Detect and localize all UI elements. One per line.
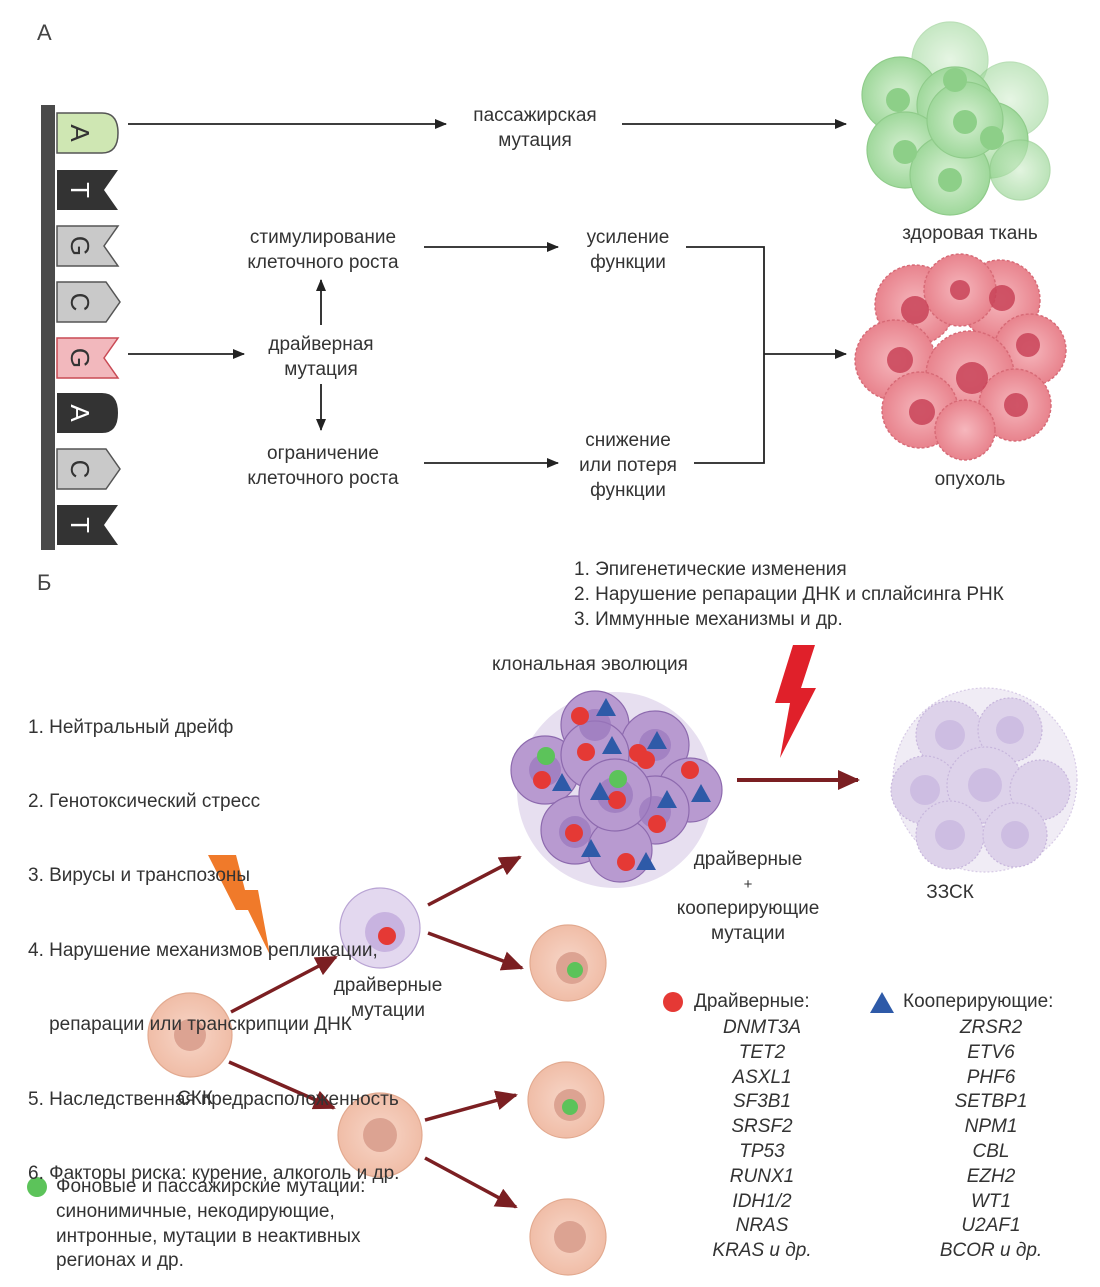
passenger-mutation-label: пассажирская мутация: [473, 105, 597, 151]
dna-tag-a2: [57, 393, 118, 433]
gene-item: BCOR и др.: [939, 1240, 1043, 1262]
stimulation-label: стимулирование клеточного роста: [247, 227, 399, 273]
dna-letter: G: [65, 348, 95, 368]
list-item: 4. Нарушение механизмов репликации,: [28, 939, 378, 961]
gene-item: ZRSR2: [959, 1017, 1023, 1038]
arrow-hsc-to-lower: [228, 1060, 336, 1110]
driver-gene-list: DNMT3A TET2 ASXL1 SF3B1 SRSF2 TP53 RUNX1…: [692, 1016, 832, 1264]
gene-item: DNMT3A: [722, 1017, 802, 1038]
cluster-cooperating-triangles: [552, 698, 711, 870]
dna-tag-c1: [56, 281, 121, 323]
gene-item: WT1: [970, 1190, 1012, 1212]
gene-item: CBL: [972, 1140, 1010, 1162]
driver-cooperating-label: драйверные + кооперирующие мутации: [676, 849, 820, 944]
dna-letter: T: [65, 182, 95, 198]
gene-item: EZH2: [966, 1165, 1016, 1187]
cluster-background-dots: [537, 747, 627, 788]
tumor-illustration: [854, 253, 1067, 461]
left-factors-list: 1. Нейтральный дрейф 2. Генотоксический …: [28, 666, 399, 1212]
legend-background-dot: [27, 1177, 47, 1197]
cell-bg-2: [527, 1061, 605, 1139]
healthy-tissue-label: здоровая ткань: [902, 223, 1038, 244]
dna-letter: G: [65, 236, 95, 256]
gene-item: NPM1: [964, 1116, 1018, 1138]
list-item: 3. Вирусы и транспозоны: [28, 865, 251, 887]
panel-a-label: А: [37, 20, 52, 45]
gene-item: TET2: [738, 1041, 786, 1063]
dna-letter: C: [65, 293, 95, 312]
gene-item: KRAS и др.: [712, 1240, 812, 1262]
gene-item: SF3B1: [732, 1091, 792, 1113]
cell-bg-1: [529, 924, 607, 1002]
cell-plain: [529, 1198, 607, 1276]
gene-item: SETBP1: [954, 1091, 1028, 1113]
dna-tag-g1: [56, 225, 120, 267]
panel-b-label: Б: [37, 570, 52, 595]
hsc-label: СКК: [177, 1088, 213, 1109]
driver-mutations-label: драйверные мутации: [333, 975, 443, 1021]
list-item: 1. Эпигенетические изменения: [574, 559, 847, 580]
driver-legend-header: Драйверные:: [694, 991, 810, 1012]
gene-item: TP53: [739, 1140, 785, 1162]
gene-item: SRSF2: [731, 1116, 793, 1138]
hsc-cell: [147, 992, 233, 1078]
list-item: репарации или транскрипции ДНК: [28, 1014, 352, 1036]
driver-mutation-label: драйверная мутация: [268, 334, 374, 380]
list-item: 2. Генотоксический стресс: [28, 790, 261, 812]
arrow-lower-to-bg2: [424, 1090, 518, 1122]
list-item: 6. Факторы риска: курение, алкоголь и др…: [28, 1162, 400, 1184]
list-item: 3. Иммунные механизмы и др.: [574, 608, 843, 630]
gene-item: RUNX1: [729, 1165, 795, 1187]
dna-backbone: [41, 105, 55, 550]
dna-letter: A: [65, 124, 95, 142]
gene-item: NRAS: [735, 1215, 789, 1237]
cluster-driver-dots: [533, 707, 699, 871]
lightning-orange-icon: [208, 855, 270, 955]
list-item: 1. Нейтральный дрейф: [28, 716, 234, 738]
background-legend-desc: синонимичные, некодирующие, интронные, м…: [56, 1201, 361, 1271]
cooperating-legend-header: Кооперирующие:: [903, 991, 1054, 1012]
dna-letter: T: [65, 517, 95, 533]
bracket-line: [686, 246, 765, 464]
clonal-evolution-label: клональная эволюция: [492, 654, 688, 675]
gene-item: IDH1/2: [732, 1190, 792, 1212]
malignancy-cluster: [890, 687, 1078, 873]
gene-item: U2AF1: [961, 1215, 1021, 1237]
arrow-driver-to-cluster: [427, 855, 522, 907]
dna-tag-g2-mutated: [56, 337, 120, 379]
legend-driver-dot: [663, 992, 683, 1012]
background-legend-text: Фоновые и пассажирские мутации:: [56, 1176, 366, 1197]
dna-tag-c2: [56, 448, 121, 490]
arrow-driver-to-bg1: [427, 931, 524, 971]
top-factors-list: 1. Эпигенетические изменения 2. Нарушени…: [574, 558, 1004, 632]
dna-tag-a-top: [56, 112, 119, 154]
gene-item: ASXL1: [732, 1066, 792, 1088]
tumor-label: опухоль: [934, 469, 1006, 490]
loss-of-function-label: снижение или потеря функции: [579, 430, 677, 501]
arrow-lower-to-plain: [424, 1156, 518, 1209]
legend-cooperating-triangle: [870, 992, 894, 1013]
lower-cell: [337, 1092, 423, 1178]
cooperating-gene-list: ZRSR2 ETV6 PHF6 SETBP1 NPM1 CBL EZH2 WT1…: [921, 1016, 1061, 1264]
dna-letter: A: [65, 404, 95, 422]
gene-item: PHF6: [966, 1066, 1016, 1088]
gene-item: ETV6: [967, 1041, 1015, 1063]
healthy-tissue-illustration: [861, 21, 1051, 216]
dna-tag-t1: [57, 170, 118, 210]
list-item: 2. Нарушение репарации ДНК и сплайсинга …: [574, 583, 1004, 605]
list-item: 5. Наследственная предрасположенность: [28, 1088, 399, 1110]
malignancy-label: ЗЗСК: [926, 882, 974, 903]
dna-tag-t2: [57, 505, 118, 545]
lightning-red-icon: [775, 645, 816, 758]
restriction-label: ограничение клеточного роста: [247, 443, 399, 489]
driver-cell: [339, 887, 421, 969]
arrow-hsc-to-driver: [230, 955, 338, 1014]
gain-of-function-label: усиление функции: [586, 227, 670, 273]
dna-letter: C: [65, 460, 95, 479]
